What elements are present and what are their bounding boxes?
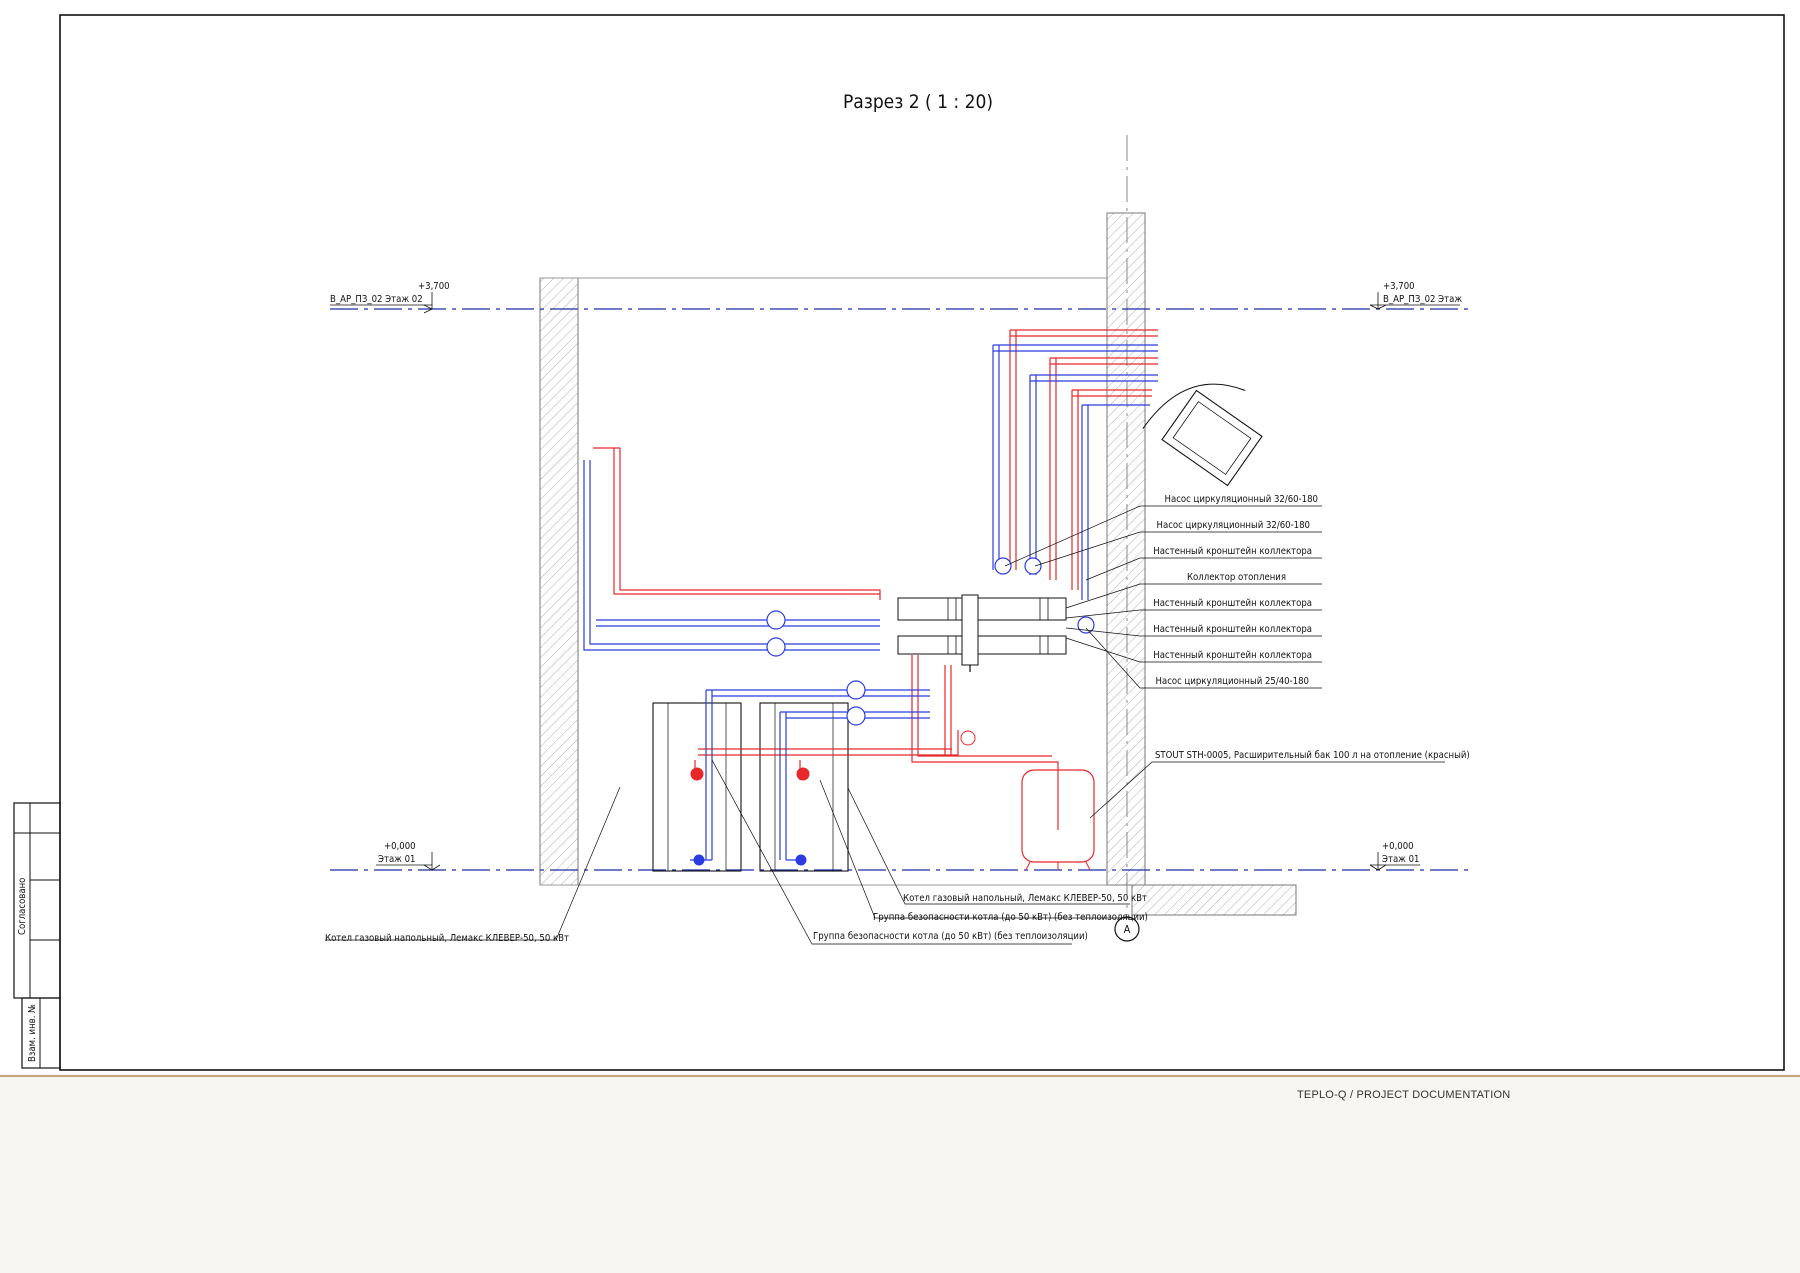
sheet-frame	[59, 14, 1785, 1071]
safety-group-label-2: Группа безопасности котла (до 50 кВт) (б…	[813, 931, 1088, 942]
safety-group-label-1: Группа безопасности котла (до 50 кВт) (б…	[873, 912, 1148, 923]
boiler-label-right: Котел газовый напольный, Лемакс КЛЕВЕР-5…	[903, 893, 1147, 904]
section-drawing: Разрез 2 ( 1 : 20) Согласовано Взам. инв…	[13, 14, 1785, 1071]
svg-text:+0,000: +0,000	[1382, 841, 1414, 852]
svg-text:+3,700: +3,700	[1383, 281, 1415, 292]
bottom-leaders	[325, 759, 1130, 945]
level-marker-bottom-right: +0,000 Этаж 01	[1369, 841, 1420, 871]
level-marker-top-left: +3,700 В_АР_ПЗ_02 Этаж 02	[330, 281, 450, 314]
stamp-approved-text: Согласовано	[17, 878, 28, 935]
svg-text:В_АР_ПЗ_02 Этаж 02: В_АР_ПЗ_02 Этаж 02	[330, 294, 423, 305]
callout-bracket-2: Настенный кронштейн коллектора	[1153, 598, 1312, 609]
section-title: Разрез 2 ( 1 : 20)	[843, 91, 993, 113]
callout-labels: Насос циркуляционный 32/60-180 Насос цир…	[1153, 494, 1470, 761]
safety-valves	[690, 730, 976, 866]
callout-bracket-3: Настенный кронштейн коллектора	[1153, 624, 1312, 635]
approval-stamp: Согласовано Взам. инв. №	[13, 802, 61, 1069]
callout-leaders	[1004, 505, 1445, 819]
tank-label: STOUT STH-0005, Расширительный бак 100 л…	[1155, 750, 1470, 761]
stamp-inv-text: Взам. инв. №	[27, 1004, 38, 1062]
footer-rule	[0, 1075, 1800, 1077]
callout-bracket-4: Настенный кронштейн коллектора	[1153, 650, 1312, 661]
svg-text:Этаж 01: Этаж 01	[1382, 854, 1419, 865]
svg-text:+3,700: +3,700	[418, 281, 450, 292]
left-wall	[539, 277, 579, 886]
footer-caption: TEPLO-Q / PROJECT DOCUMENTATION	[1297, 1089, 1511, 1101]
pumps	[766, 557, 1095, 726]
floor-slab	[1131, 884, 1297, 916]
callout-pump-1: Насос циркуляционный 32/60-180	[1165, 494, 1318, 505]
boiler-left	[652, 702, 742, 872]
callout-pump-2: Насос циркуляционный 32/60-180	[1157, 520, 1310, 531]
callout-collector: Коллектор отопления	[1187, 572, 1286, 583]
wall-unit	[1142, 383, 1263, 487]
return-pipes	[583, 344, 1158, 861]
right-wall	[1106, 212, 1146, 886]
drawing-sheet: Разрез 2 ( 1 : 20) Согласовано Взам. инв…	[0, 0, 1800, 1074]
heating-collector	[897, 594, 1067, 672]
level-marker-top-right: +3,700 В_АР_ПЗ_02 Этаж	[1369, 281, 1462, 310]
supply-pipes	[593, 329, 1158, 830]
boiler-right	[759, 702, 849, 872]
callout-bracket-1: Настенный кронштейн коллектора	[1153, 546, 1312, 557]
svg-text:Этаж 01: Этаж 01	[378, 854, 415, 865]
axis-marker	[1114, 916, 1140, 942]
axis-label: А	[1124, 923, 1131, 936]
callout-pump-3: Насос циркуляционный 25/40-180	[1156, 676, 1309, 687]
boiler-label-left: Котел газовый напольный, Лемакс КЛЕВЕР-5…	[325, 933, 569, 944]
svg-text:В_АР_ПЗ_02 Этаж: В_АР_ПЗ_02 Этаж	[1383, 294, 1462, 305]
svg-text:+0,000: +0,000	[384, 841, 416, 852]
level-marker-bottom-left: +0,000 Этаж 01	[376, 841, 441, 871]
